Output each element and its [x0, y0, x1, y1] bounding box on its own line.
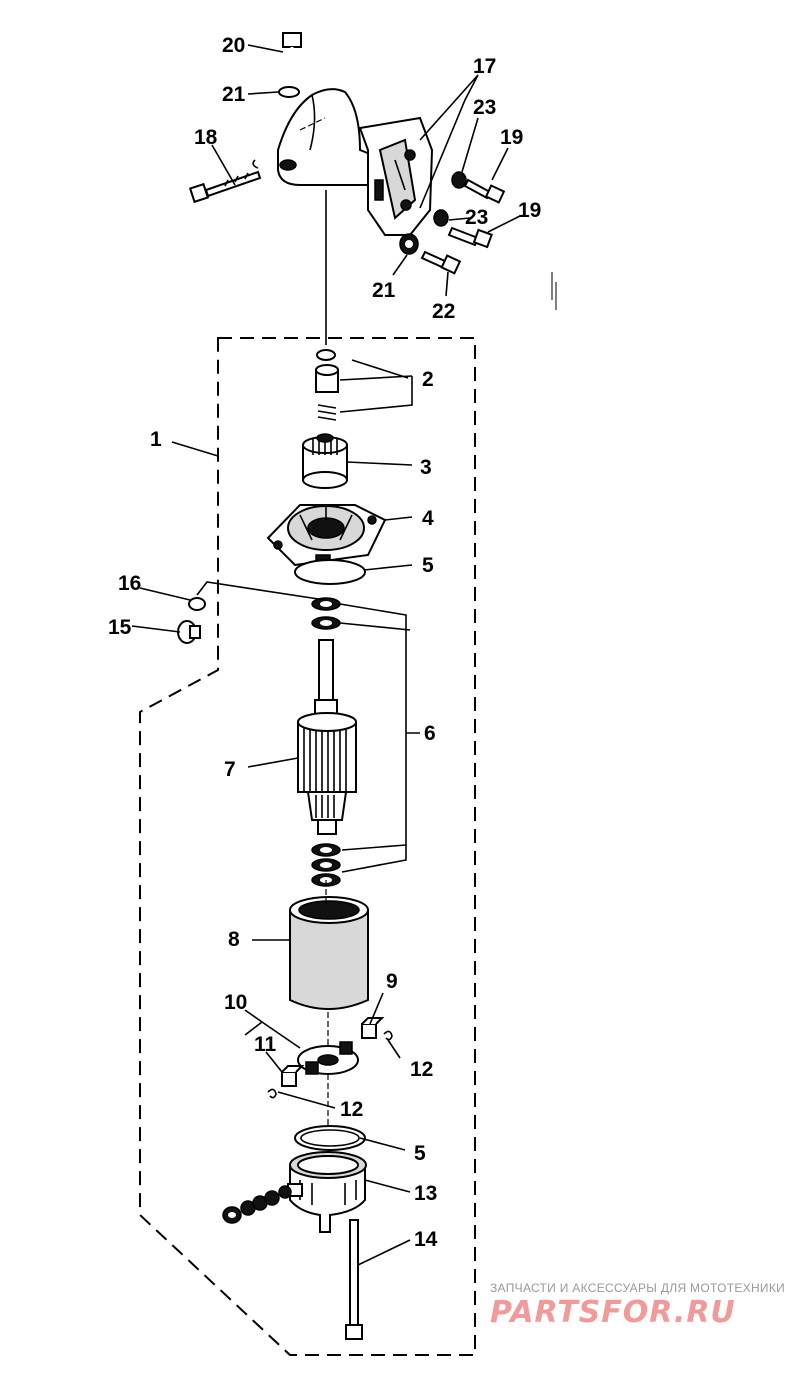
bolt-20: [282, 32, 302, 74]
callout-21-top: 21: [222, 83, 246, 106]
brush-spring-12-left: [267, 1088, 277, 1099]
brush-11: [281, 1065, 305, 1087]
callout-3: 3: [420, 456, 432, 479]
callout-21-lower: 21: [372, 279, 396, 302]
washer-21-top: [278, 86, 300, 98]
callout-8: 8: [228, 928, 240, 951]
callout-19-upper: 19: [500, 126, 523, 149]
callout-12-left: 12: [340, 1098, 363, 1121]
spring-2: [317, 404, 337, 421]
armature-7: [297, 639, 357, 835]
callout-15: 15: [108, 616, 132, 639]
lock-washer-16: [188, 597, 206, 611]
callout-23-lower: 23: [465, 206, 488, 229]
bolt-18: [188, 159, 262, 204]
assembly-boundary-dashed: [139, 337, 476, 1356]
callout-17: 17: [473, 55, 496, 78]
thrust-washers-6-lower: [311, 843, 341, 887]
callout-13: 13: [414, 1182, 437, 1205]
callout-14: 14: [414, 1228, 438, 1251]
washer-23-upper: [451, 171, 467, 189]
bolt-22: [420, 250, 462, 275]
callout-9: 9: [386, 970, 398, 993]
starter-components: [177, 349, 393, 1340]
thrust-washers-6-upper: [311, 597, 341, 630]
callout-10: 10: [224, 991, 247, 1014]
terminal-nuts-washers: [222, 1185, 292, 1224]
callout-22: 22: [432, 300, 455, 323]
callout-5-upper: 5: [422, 554, 434, 577]
callout-18: 18: [194, 126, 218, 149]
callout-20: 20: [222, 34, 245, 57]
field-frame-8: [289, 896, 369, 1010]
drive-end-frame-4: [266, 504, 387, 574]
washer-23-lower: [433, 209, 449, 227]
callout-19-lower: 19: [518, 199, 541, 222]
watermark: ЗАПЧАСТИ И АКСЕССУАРЫ ДЛЯ МОТОТЕХНИКИ PA…: [490, 1281, 785, 1330]
screw-15: [177, 620, 201, 644]
brush-holder-10: [297, 1041, 359, 1075]
watermark-tagline: ЗАПЧАСТИ И АКСЕССУАРЫ ДЛЯ МОТОТЕХНИКИ: [490, 1281, 785, 1295]
o-ring-5-lower: [294, 1125, 366, 1151]
scan-artifact: [551, 272, 557, 310]
callout-4: 4: [422, 507, 434, 530]
watermark-logo: PARTSFOR.RU: [490, 1295, 736, 1330]
retaining-ring-2: [316, 349, 336, 361]
bolt-19-upper: [463, 178, 506, 204]
callout-16: 16: [118, 572, 141, 595]
callout-labels: 20 21 18 17 23 19 23 19 21 22 2 1 3 4 5 …: [108, 34, 541, 1251]
through-bolt-14: [345, 1219, 363, 1340]
brush-spring-12-right: [383, 1030, 393, 1041]
callout-1: 1: [150, 428, 162, 451]
callout-2: 2: [422, 368, 434, 391]
leader-lines: [131, 44, 521, 1266]
mounting-bracket-assembly: [188, 32, 506, 345]
drive-pinion-3: [302, 433, 348, 489]
callout-12-right: 12: [410, 1058, 433, 1081]
collar-2: [315, 364, 339, 393]
callout-7: 7: [224, 758, 236, 781]
commutator-end-cap-13: [287, 1151, 367, 1233]
bracket-cone-housing: [277, 88, 381, 186]
bracket-plate-17: [358, 116, 434, 236]
callout-23-upper: 23: [473, 96, 496, 119]
bolt-19-lower: [447, 226, 493, 249]
callout-6: 6: [424, 722, 436, 745]
callout-11: 11: [254, 1033, 277, 1056]
o-ring-5-upper: [294, 559, 366, 585]
callout-5-lower: 5: [414, 1142, 426, 1165]
